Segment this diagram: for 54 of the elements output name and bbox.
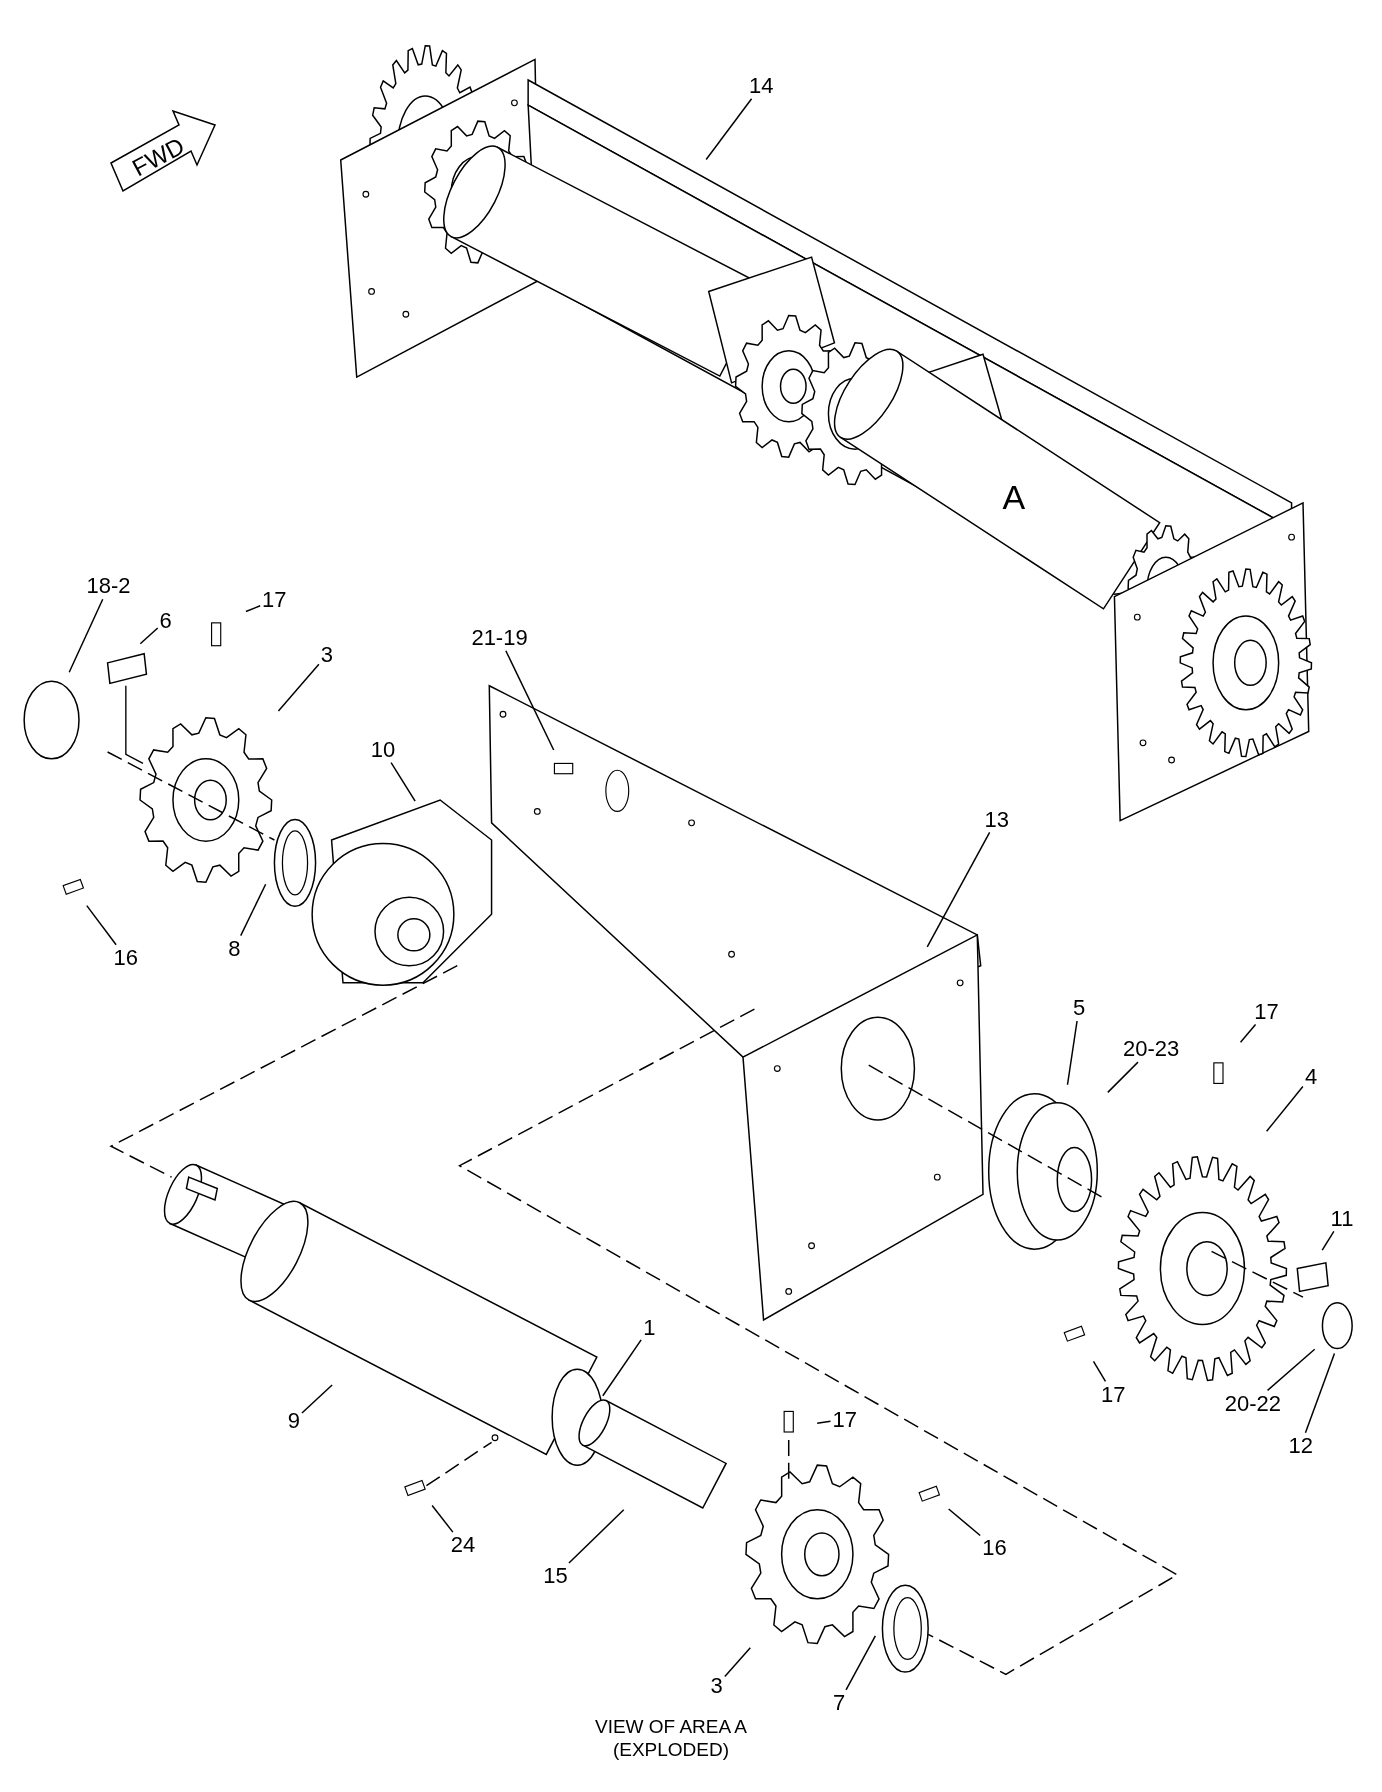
leader-line [724,1646,752,1678]
leader-line [705,97,753,161]
leader-line [1066,1020,1078,1086]
leader-line [86,904,117,946]
callout-number: 11 [1328,1205,1356,1232]
callout-number: 10 [368,736,398,763]
callout-number: 24 [448,1532,478,1559]
callout-number: 7 [830,1690,848,1717]
callout-number: 13 [982,806,1011,833]
callout-number: 3 [318,642,336,668]
leader-line [1266,1348,1316,1392]
leader-line [139,627,159,645]
callout-number: 4 [1303,1063,1320,1090]
leader-line [845,1635,877,1691]
leader-line [277,663,320,712]
leader-line [68,598,104,673]
callout-number: 18-2 [84,573,133,600]
leader-line [926,831,991,948]
callout-number: 21-19 [469,624,530,651]
leader-line [505,649,555,751]
leader-line [568,1509,625,1564]
leader-line [1265,1085,1304,1133]
leader-line [1107,1061,1139,1094]
leader-line [431,1504,454,1533]
callout-number: 5 [1070,995,1088,1022]
callout-number: 20-22 [1222,1390,1283,1417]
area-label: A [1002,477,1026,517]
callout-number: 20-23 [1120,1036,1182,1063]
callout-number: 17 [830,1406,859,1433]
leader-line [1304,1352,1336,1434]
callout-number: 9 [285,1407,302,1434]
callout-number: 17 [1099,1381,1128,1408]
leader-line [240,883,267,937]
callout-number: 1 [641,1315,658,1342]
leader-line [947,1508,981,1537]
callout-number: 16 [980,1534,1009,1561]
callout-number: 3 [708,1673,725,1700]
callout-number: 16 [111,944,140,971]
callout-number: 15 [541,1563,570,1590]
leader-line [602,1339,642,1397]
callout-number: 6 [157,607,174,634]
callout-number: 12 [1286,1433,1316,1459]
leader-line [245,605,261,613]
leader-line [1092,1360,1107,1383]
leader-line [301,1384,333,1414]
leader-line [816,1420,832,1424]
callout-number: 8 [226,935,243,962]
callout-number: 14 [747,72,776,99]
leader-line [1321,1230,1335,1251]
callout-number: 17 [260,587,289,614]
leader-line [390,761,416,802]
leader-line [1239,1023,1257,1044]
callout-number: 17 [1252,998,1281,1025]
view-caption: VIEW OF AREA A (EXPLODED) [593,1714,748,1761]
